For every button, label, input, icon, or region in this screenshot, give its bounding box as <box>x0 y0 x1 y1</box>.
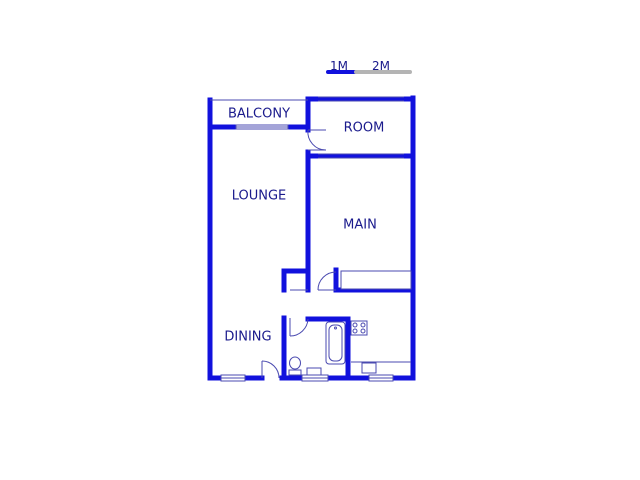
walls <box>207 95 416 381</box>
room-door-swing <box>307 129 327 151</box>
toilet-bowl <box>289 356 301 370</box>
room-label-dining: DINING <box>224 329 272 345</box>
room-label-room: ROOM <box>343 120 385 136</box>
stove-burner-1 <box>352 322 358 328</box>
wardrobe <box>340 270 412 290</box>
main-door-swing <box>317 271 337 291</box>
bathtub-drain <box>334 326 337 330</box>
kitchen-sink <box>361 362 377 374</box>
toilet-cistern <box>288 369 302 376</box>
room-label-lounge: LOUNGE <box>231 188 287 204</box>
bath-door-swing <box>289 318 309 337</box>
stove <box>350 320 368 336</box>
room-label-balcony: BALCONY <box>227 106 291 122</box>
scale-label-1m: 1M <box>330 59 348 73</box>
entrance-door-swing <box>261 360 280 379</box>
stove-burner-4 <box>360 328 366 334</box>
bathtub-inner <box>328 324 343 362</box>
scale-label-2m: 2M <box>372 59 390 73</box>
room-label-main: MAIN <box>343 217 377 233</box>
stove-burner-3 <box>352 328 358 334</box>
stove-burner-2 <box>360 322 366 328</box>
fixtures <box>210 96 412 382</box>
